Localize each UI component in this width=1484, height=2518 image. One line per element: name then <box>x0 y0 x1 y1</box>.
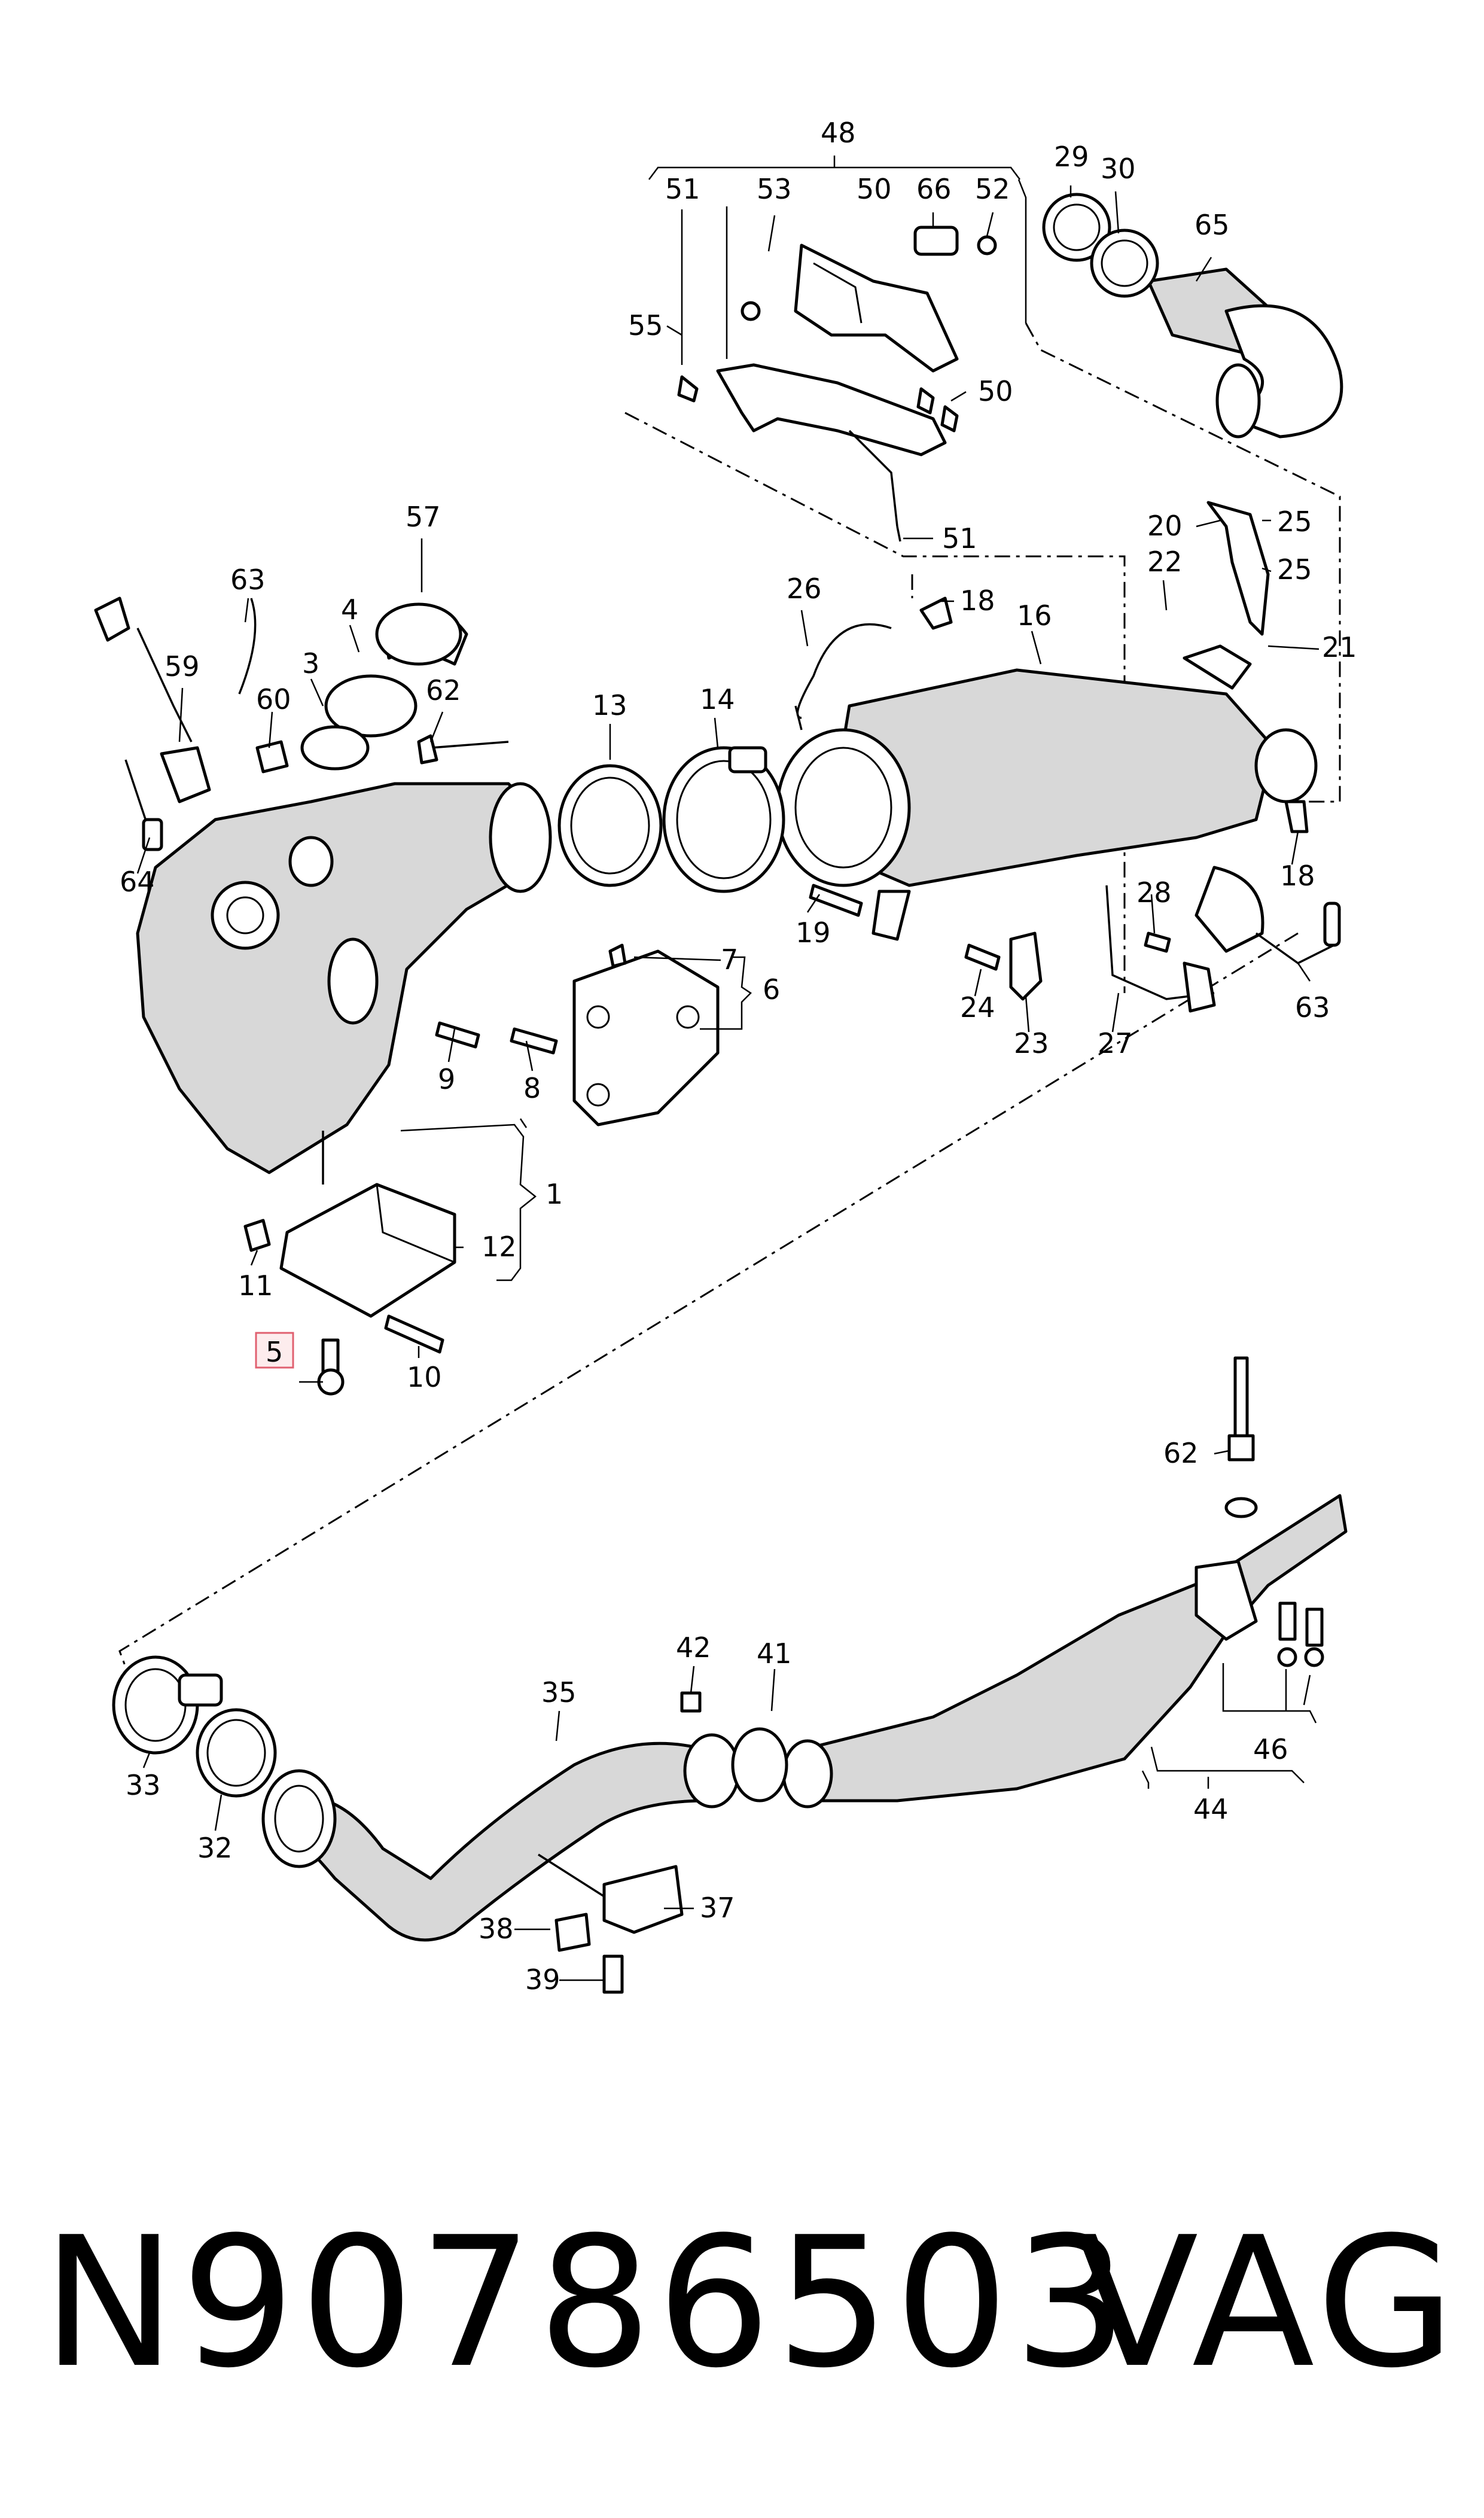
bellows-pipe <box>1042 193 1343 439</box>
part-number: N90786503 <box>42 2199 1133 2407</box>
callout-57: 57 <box>406 501 441 533</box>
callout-46: 46 <box>1253 1733 1288 1765</box>
callout-27: 27 <box>1098 1027 1133 1059</box>
callout-60: 60 <box>256 683 291 715</box>
callout-39: 39 <box>525 1963 560 1996</box>
callout-20: 20 <box>1147 510 1183 542</box>
callout-62: 62 <box>426 674 461 707</box>
callout-25: 25 <box>1277 553 1312 586</box>
front-pipe <box>261 1733 741 1994</box>
callout-64: 64 <box>120 866 155 898</box>
callout-5: 5 <box>266 1336 283 1368</box>
callout-8: 8 <box>523 1072 541 1104</box>
callout-63: 63 <box>1295 991 1330 1024</box>
callout-9: 9 <box>438 1063 455 1095</box>
callout-42: 42 <box>676 1631 711 1664</box>
callout-16: 16 <box>1017 599 1052 632</box>
sensor-bracket-assembly <box>677 226 997 542</box>
callout-33: 33 <box>126 1769 161 1801</box>
clamp-rings-center <box>557 746 785 893</box>
highlight-box <box>255 1332 294 1369</box>
exhaust-parts-diagram: 48 51 53 50 66 52 29 30 65 55 50 51 57 6… <box>94 117 1357 1996</box>
callout-30: 30 <box>1101 153 1136 185</box>
callout-3: 3 <box>302 647 319 680</box>
callout-24: 24 <box>960 991 995 1024</box>
callout-7: 7 <box>721 943 738 976</box>
callout-26: 26 <box>787 573 822 605</box>
brand-label: VAG <box>1075 2199 1460 2407</box>
callout-35: 35 <box>541 1676 577 1709</box>
lower-clamps <box>112 1655 277 1798</box>
callout-38: 38 <box>479 1913 514 1945</box>
callout-48: 48 <box>821 117 856 149</box>
particulate-filter <box>776 501 1341 1000</box>
callout-19: 19 <box>796 917 831 949</box>
callout-4: 4 <box>341 593 358 626</box>
callout-23: 23 <box>1014 1027 1049 1059</box>
callout-32: 32 <box>197 1832 233 1864</box>
callout-44: 44 <box>1193 1793 1229 1825</box>
footer: N90786503 VAG <box>0 2178 1484 2429</box>
turbo-housing <box>94 596 552 1174</box>
callout-18: 18 <box>1280 860 1315 892</box>
callout-53: 53 <box>757 173 792 205</box>
callout-25: 25 <box>1277 506 1312 538</box>
callout-10: 10 <box>407 1361 442 1393</box>
callout-65: 65 <box>1194 209 1230 241</box>
callout-37: 37 <box>700 1892 735 1924</box>
callout-50: 50 <box>857 173 892 205</box>
lower-catalyst <box>680 1356 1348 1808</box>
callout-59: 59 <box>164 650 200 683</box>
callout-29: 29 <box>1054 141 1089 173</box>
callout-62: 62 <box>1163 1437 1199 1469</box>
callout-50: 50 <box>978 375 1013 407</box>
callout-18: 18 <box>960 584 995 617</box>
callout-28: 28 <box>1136 876 1172 909</box>
callout-55: 55 <box>628 309 663 342</box>
mounting-brackets <box>243 943 720 1396</box>
callout-66: 66 <box>916 173 952 205</box>
callout-11: 11 <box>238 1269 273 1302</box>
callout-labels: 48 51 53 50 66 52 29 30 65 55 50 51 57 6… <box>120 117 1357 1996</box>
callout-63: 63 <box>230 564 266 596</box>
callout-1: 1 <box>546 1178 563 1210</box>
callout-41: 41 <box>757 1637 792 1670</box>
callout-21: 21 <box>1322 631 1357 663</box>
callout-51: 51 <box>665 173 700 205</box>
callout-14: 14 <box>700 683 735 715</box>
callout-22: 22 <box>1147 546 1183 578</box>
callout-51: 51 <box>942 522 977 555</box>
callout-12: 12 <box>482 1231 517 1263</box>
callout-52: 52 <box>975 173 1010 205</box>
callout-6: 6 <box>763 973 780 1006</box>
callout-13: 13 <box>592 689 627 721</box>
dpf-small-parts <box>809 884 1216 1013</box>
leader-lines <box>136 156 1320 1981</box>
